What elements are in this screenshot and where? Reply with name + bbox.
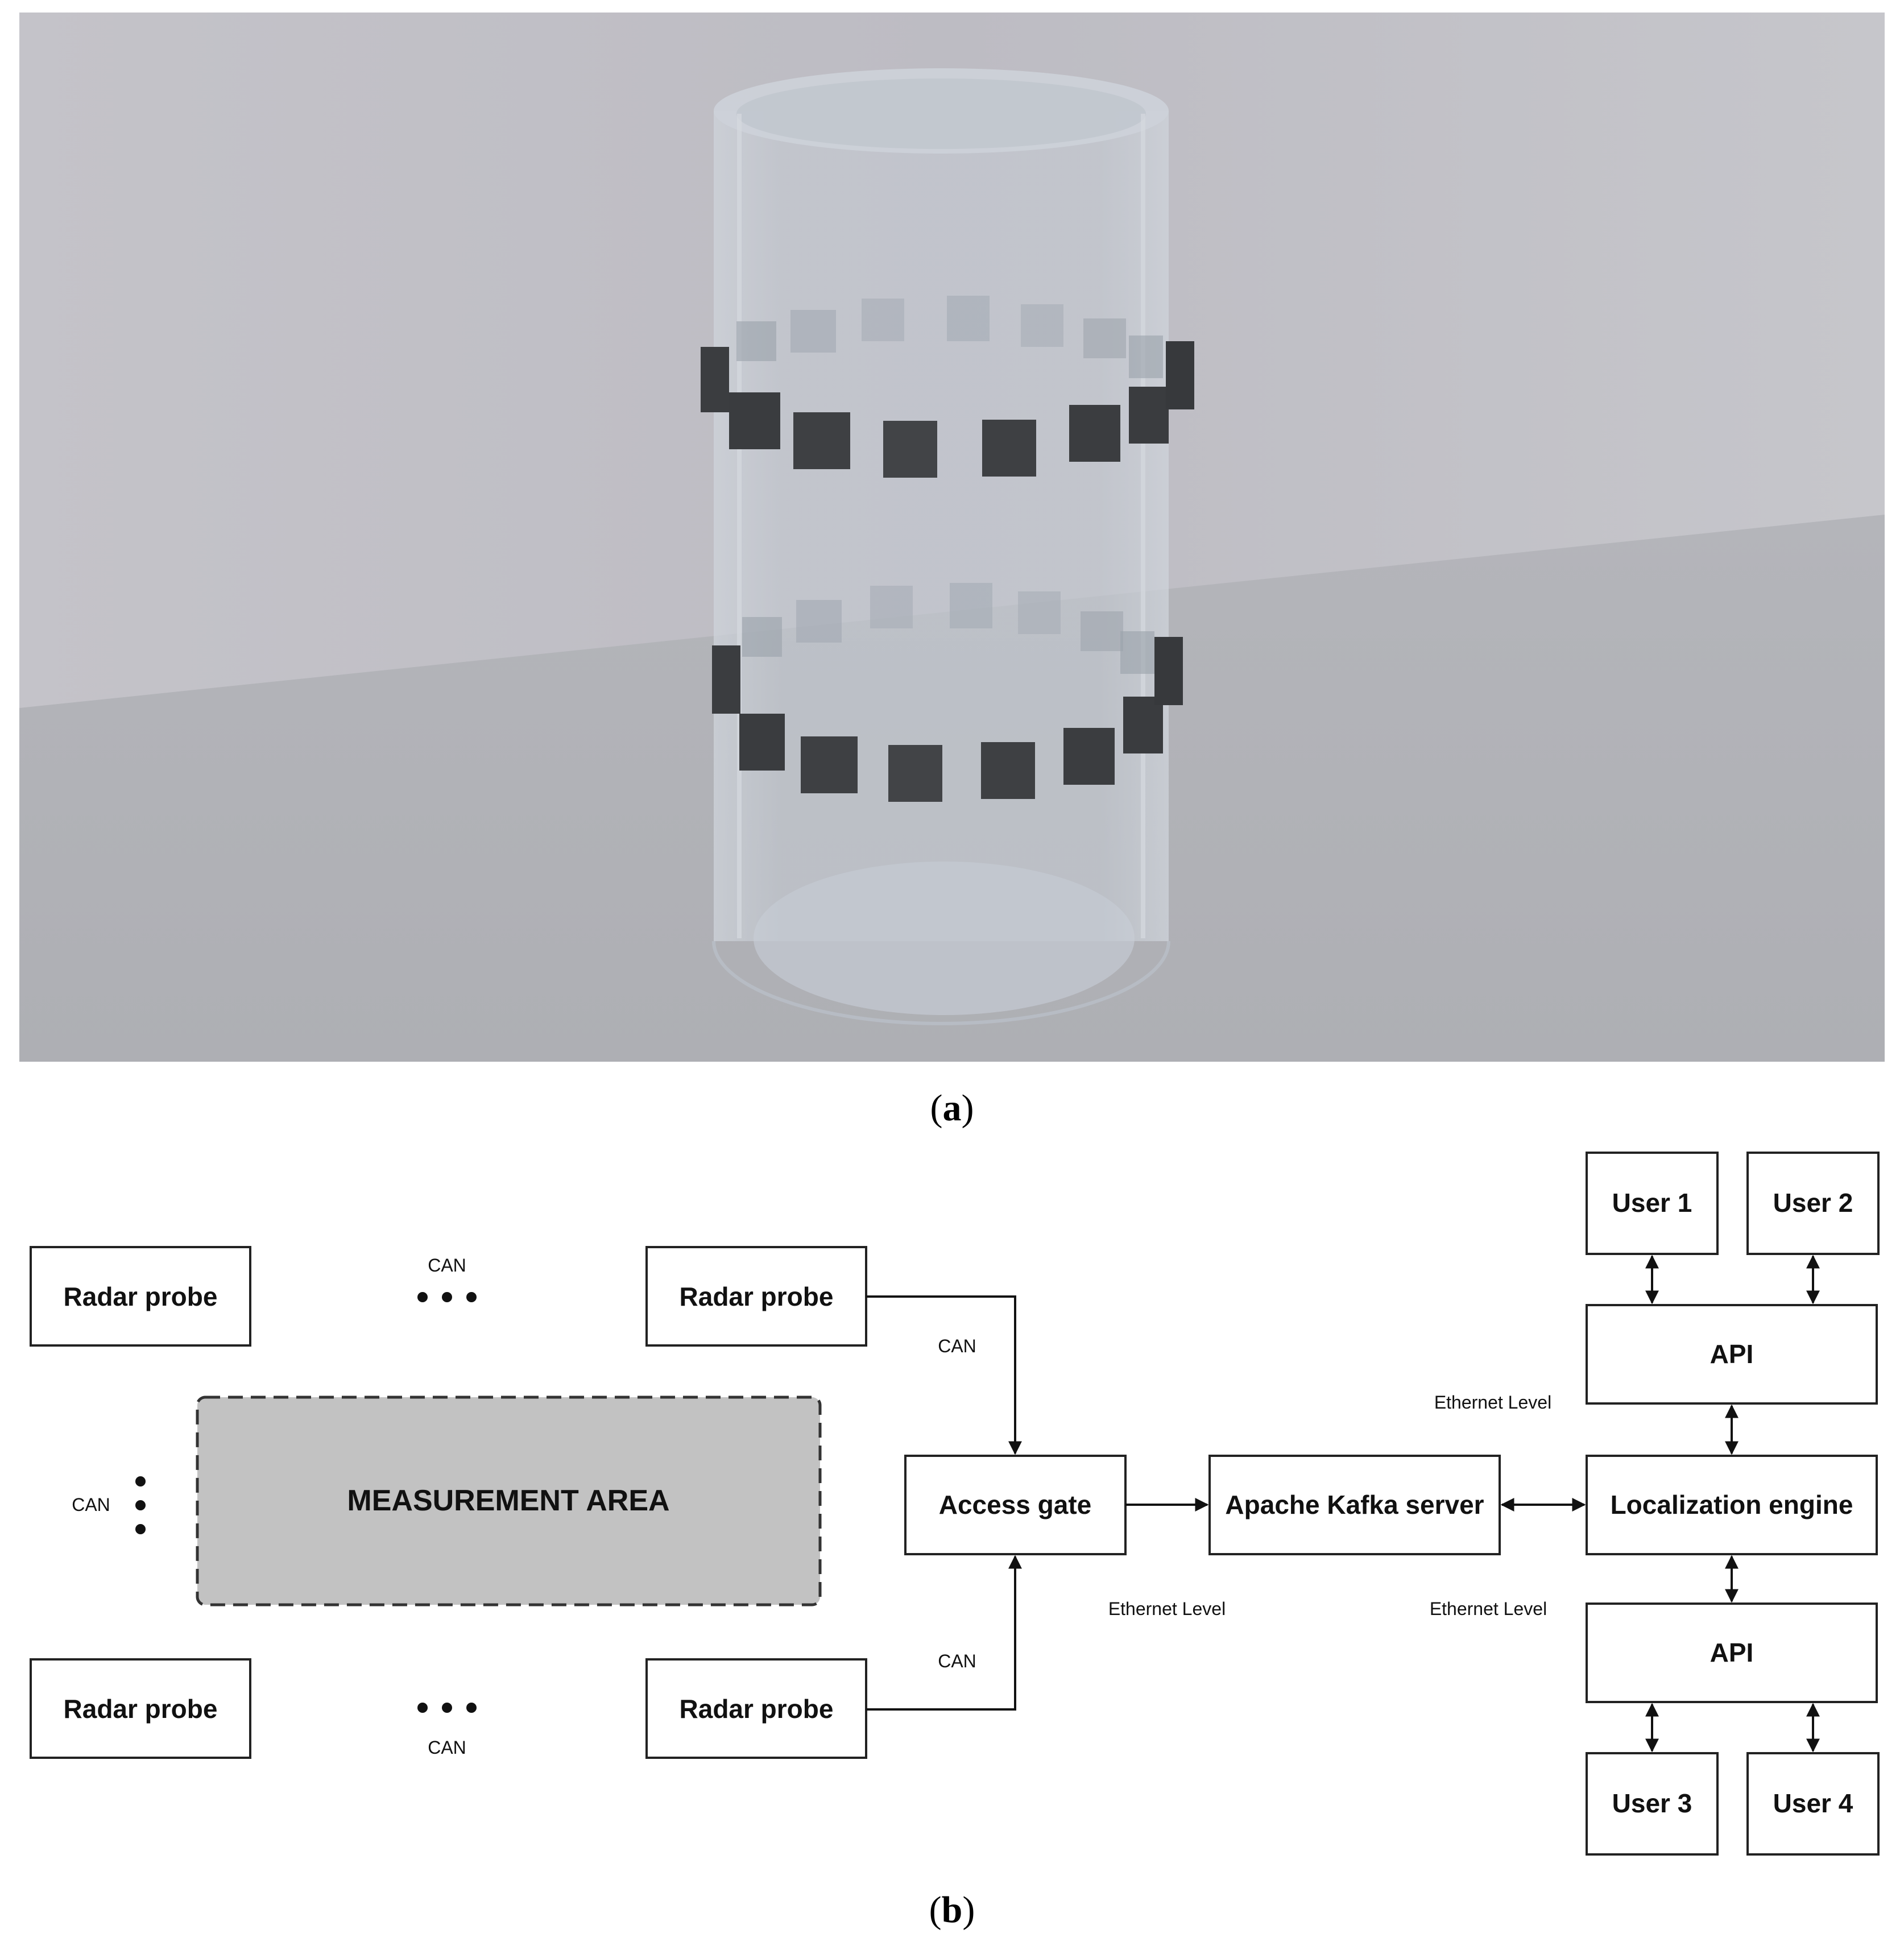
radar-probe-label: Radar probe bbox=[680, 1282, 834, 1311]
can-ellipsis-left: CAN bbox=[72, 1476, 146, 1534]
can-ellipsis-top: CAN bbox=[417, 1255, 477, 1302]
radar-probe-top-left: Radar probe bbox=[30, 1246, 251, 1347]
caption-b: (b) bbox=[929, 1889, 975, 1931]
radar-probe-label: Radar probe bbox=[64, 1694, 218, 1724]
api-top-localization-connection: Ethernet Level bbox=[1434, 1392, 1739, 1455]
can-label: CAN bbox=[428, 1255, 466, 1276]
radar-probe-bottom-left: Radar probe bbox=[30, 1658, 251, 1759]
panel-a-render bbox=[19, 13, 1885, 1062]
user-label: User 3 bbox=[1612, 1788, 1692, 1818]
lower-sensor-ring bbox=[712, 583, 1183, 802]
ethernet-label: Ethernet Level bbox=[1434, 1392, 1551, 1413]
radar-probe-label: Radar probe bbox=[680, 1694, 834, 1724]
ethernet-label: Ethernet Level bbox=[1430, 1599, 1547, 1619]
can-label: CAN bbox=[938, 1336, 976, 1356]
user-label: User 4 bbox=[1773, 1788, 1853, 1818]
ethernet-label: Ethernet Level bbox=[1108, 1599, 1226, 1619]
transparent-tube bbox=[712, 68, 1170, 1025]
user-2: User 2 bbox=[1746, 1152, 1880, 1255]
localization-engine-label: Localization engine bbox=[1611, 1490, 1853, 1519]
user-label: User 1 bbox=[1612, 1188, 1692, 1218]
can-connection-bottom: CAN bbox=[866, 1555, 1022, 1711]
can-label: CAN bbox=[938, 1651, 976, 1671]
access-gate-label: Access gate bbox=[939, 1490, 1092, 1519]
measurement-area-label: MEASUREMENT AREA bbox=[347, 1484, 669, 1517]
kafka-server-label: Apache Kafka server bbox=[1225, 1490, 1484, 1519]
user-1: User 1 bbox=[1586, 1152, 1719, 1255]
user-4: User 4 bbox=[1746, 1752, 1880, 1856]
measurement-area: MEASUREMENT AREA bbox=[196, 1396, 822, 1606]
kafka-server: Apache Kafka server bbox=[1208, 1455, 1501, 1555]
user-label: User 2 bbox=[1773, 1188, 1853, 1218]
localization-engine: Localization engine bbox=[1586, 1455, 1878, 1555]
can-label: CAN bbox=[72, 1494, 110, 1515]
radar-probe-bottom-right: Radar probe bbox=[645, 1658, 867, 1759]
api-top: API bbox=[1586, 1304, 1878, 1405]
svg-text:(b): (b) bbox=[929, 1889, 975, 1931]
caption-a-letter: a bbox=[943, 1087, 962, 1129]
panel-b-diagram: Radar probe Radar probe Radar probe Rada… bbox=[30, 1152, 1880, 1856]
caption-a: (a) bbox=[930, 1087, 974, 1129]
radar-probe-top-right: Radar probe bbox=[645, 1246, 867, 1347]
can-label: CAN bbox=[428, 1737, 466, 1758]
upper-sensor-ring bbox=[701, 296, 1194, 478]
api-label: API bbox=[1710, 1339, 1754, 1369]
user-3: User 3 bbox=[1586, 1752, 1719, 1856]
svg-text:(a): (a) bbox=[930, 1087, 974, 1129]
localization-api-bottom-connection: Ethernet Level bbox=[1430, 1555, 1739, 1619]
caption-b-letter: b bbox=[942, 1889, 963, 1931]
can-ellipsis-bottom: CAN bbox=[417, 1703, 477, 1758]
radar-probe-label: Radar probe bbox=[64, 1282, 218, 1311]
api-label: API bbox=[1710, 1638, 1754, 1667]
access-gate: Access gate bbox=[904, 1455, 1127, 1555]
gate-to-kafka-connection: Ethernet Level bbox=[1108, 1498, 1226, 1619]
can-connection-top: CAN bbox=[866, 1295, 1022, 1455]
api-bottom: API bbox=[1586, 1603, 1878, 1703]
